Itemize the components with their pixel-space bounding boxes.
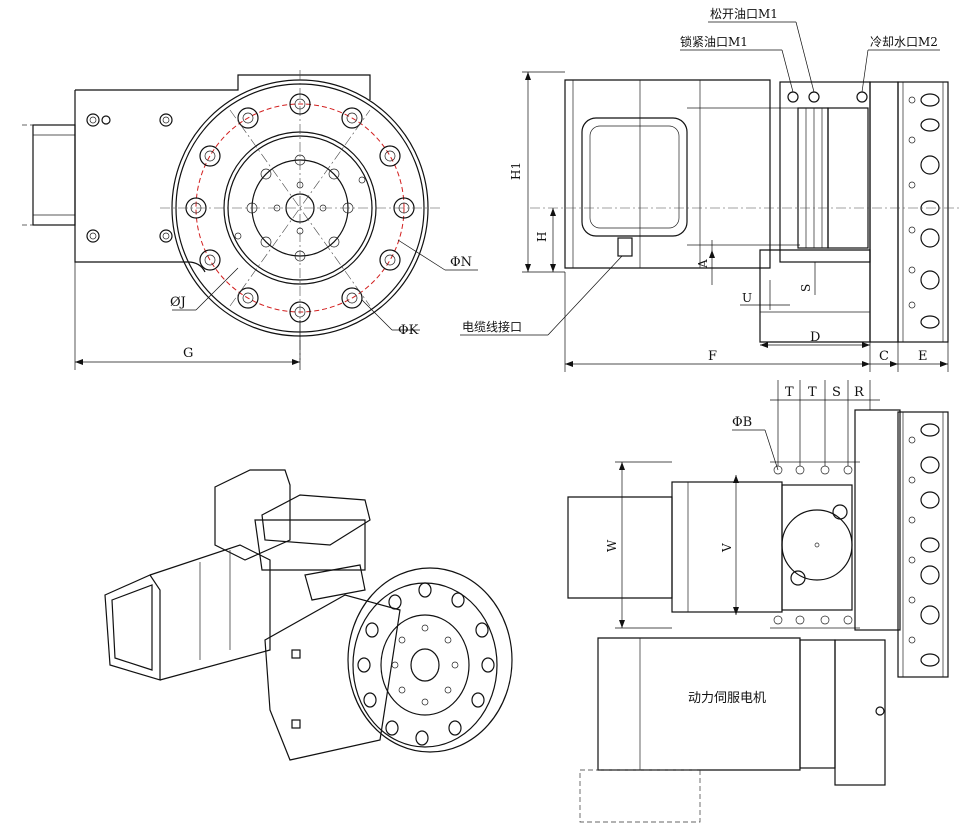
isometric-view: [104, 469, 513, 761]
label-u: U: [742, 291, 752, 305]
label-d: D: [810, 330, 820, 345]
cable-connector: [617, 237, 633, 257]
label-c: C: [879, 349, 889, 364]
label-s-small: S: [799, 284, 813, 292]
label-phi-n: ΦN: [450, 255, 472, 270]
label-t1: T: [785, 385, 794, 400]
label-power-servo-motor: 动力伺服电机: [688, 691, 766, 706]
iso-motor-1: [214, 469, 291, 561]
label-h: H: [535, 232, 549, 242]
top-disk-pockets: [908, 423, 940, 667]
label-w: W: [605, 539, 619, 552]
iso-body: [264, 594, 401, 761]
label-a: A: [696, 259, 710, 269]
motor-end-cap: [581, 117, 688, 237]
turret-disk-edge: [897, 81, 949, 343]
label-g: G: [183, 346, 193, 361]
iso-turret-disk: [347, 567, 513, 753]
label-t2: T: [808, 385, 817, 400]
label-h1: H1: [509, 162, 523, 180]
label-v: V: [720, 543, 734, 553]
cover-circle: [781, 509, 853, 581]
iso-pockets: [357, 582, 495, 746]
top-view: [567, 380, 949, 823]
label-r: R: [854, 385, 865, 400]
label-f: F: [708, 349, 717, 364]
label-phi-b: ΦB: [732, 415, 752, 430]
label-cooling-water-port: 冷却水口M2: [870, 35, 938, 49]
label-cable-port: 电缆线接口: [462, 319, 522, 334]
iso-motor-end: [104, 574, 161, 681]
label-loosen-oil-port: 松开油口M1: [710, 7, 778, 21]
label-phi-k: ΦK: [398, 323, 419, 338]
side-view: [460, 21, 960, 372]
front-view: [22, 70, 478, 370]
motor-housing-side: [564, 79, 771, 269]
label-s: S: [832, 385, 841, 400]
label-lock-oil-port: 锁紧油口M1: [680, 34, 748, 49]
label-phi-j: ØJ: [170, 295, 186, 310]
label-e: E: [918, 349, 928, 364]
